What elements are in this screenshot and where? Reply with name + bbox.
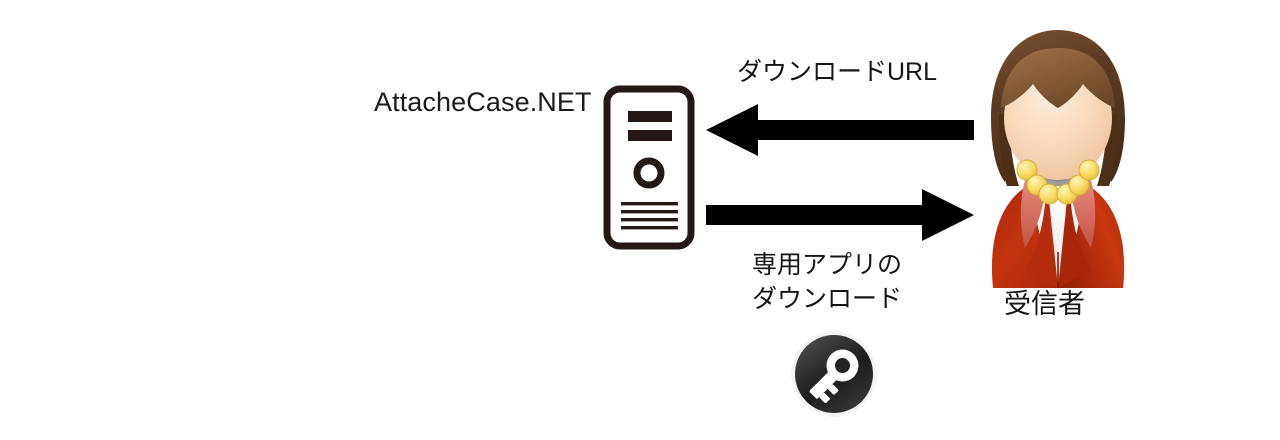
female-user-icon bbox=[991, 30, 1125, 288]
arrow-app-download-label-line2: ダウンロード bbox=[752, 285, 903, 313]
necklace bbox=[1016, 159, 1100, 205]
key-badge-icon bbox=[791, 331, 877, 417]
server-label: AttacheCase.NET bbox=[374, 87, 592, 117]
person-label: 受信者 bbox=[1004, 289, 1085, 319]
server-tower-icon bbox=[603, 85, 695, 250]
arrow-app-download-label-line1: 専用アプリの bbox=[752, 251, 903, 279]
arrow-download-url-label: ダウンロードURL bbox=[737, 58, 938, 86]
face bbox=[1004, 56, 1112, 180]
arrow-app-download-icon bbox=[706, 189, 974, 241]
hair-fringe bbox=[1001, 48, 1115, 108]
person-body bbox=[991, 162, 1125, 288]
arrow-app-download-label: 専用アプリのダウンロード bbox=[752, 248, 902, 316]
arrow-download-url-icon bbox=[706, 104, 974, 156]
key-glyph bbox=[809, 349, 859, 404]
